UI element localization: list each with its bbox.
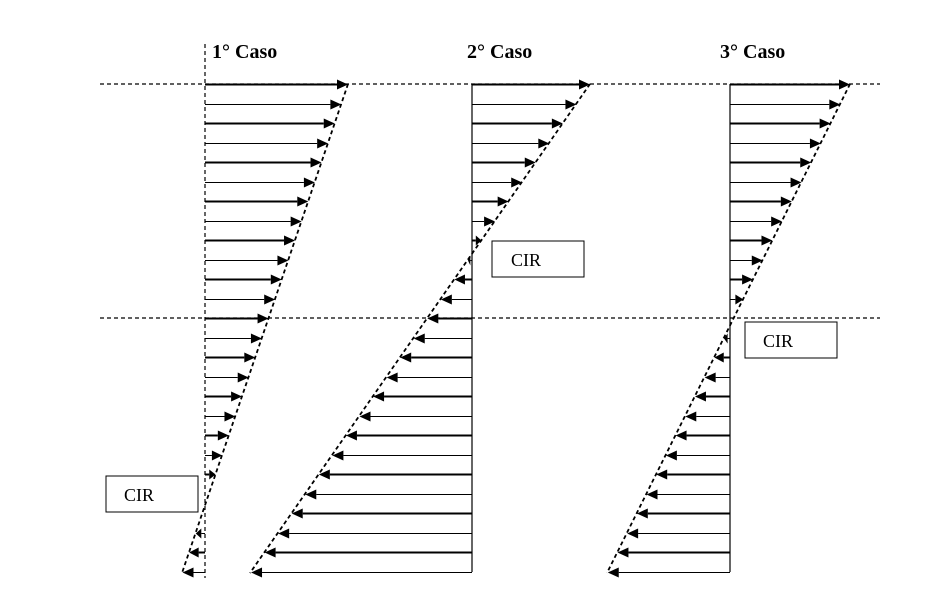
case-1-title: 1° Caso [212,41,277,63]
case-3-cir-label: CIR [744,321,838,359]
case-2-arrow-head [345,430,357,441]
case-3-cir-box [744,321,838,359]
case-1-arrow-head [310,157,322,168]
case-1-arrow-head [277,255,289,266]
case-2-arrow-head [305,489,317,500]
case-3-arrow-head [780,196,792,207]
case-2-arrow-head [386,372,398,383]
case-2-arrow-head [318,469,330,480]
case-1-arrow-head [270,274,282,285]
case-3-arrow-head [636,508,648,519]
case-3-arrow-head [790,177,802,188]
case-1-arrow-head [297,196,309,207]
case-3-arrow-head [694,391,706,402]
case-2-arrow-head [511,177,523,188]
case-2-arrow-head [427,313,439,324]
case-3-arrow-head [735,294,744,305]
case-2-cir-text: CIR [511,250,541,270]
case-2-arrow-head [454,274,465,285]
case-2-arrow-head [551,118,563,129]
case-3-arrow-head [627,528,639,539]
case-3-arrow-head [665,450,677,461]
case-1-cir-box [105,475,199,513]
case-2-profile-line [249,83,591,574]
case-3-arrow-head [771,216,783,227]
case-1-arrow-head [231,391,243,402]
case-3-arrow-head [761,235,773,246]
case-1-arrow-head [284,235,296,246]
case-1-arrow-head [303,177,315,188]
case-3-arrow-head [675,430,687,441]
case-2-arrow-head [251,567,263,578]
case-1-cir-text: CIR [124,485,154,505]
case-1-arrow-head [237,372,249,383]
case-1-cir-label: CIR [105,475,199,513]
case-1-arrow-head [337,79,348,90]
case-1-arrow-head [244,352,256,363]
case-3-arrow-head [646,489,658,500]
case-1-arrow-head [264,294,276,305]
case-2-arrow-head [413,333,425,344]
case-1-arrow-head [211,450,223,461]
case-2-cir-label: CIR [491,240,585,278]
case-3-arrow-head [704,372,716,383]
case-2-arrow-head [400,352,412,363]
case-2-group [249,79,591,578]
case-1-group [181,44,349,578]
case-2-title: 2° Caso [467,41,532,63]
case-2-arrow-head [524,157,536,168]
case-1-arrow-head [317,138,329,149]
case-3-arrow-head [685,411,697,422]
case-3-arrow-head [656,469,668,480]
case-2-arrow-head [538,138,550,149]
case-1-arrow-head [330,99,342,110]
case-2-arrow-head [278,528,290,539]
case-1-arrow-head [323,118,335,129]
case-2-arrow-head [484,216,496,227]
case-3-arrow-head [800,157,812,168]
case-3-arrow-head [617,547,629,558]
case-2-arrow-head [264,547,276,558]
case-3-arrow-head [714,352,724,363]
case-3-arrow-head [607,567,619,578]
case-2-arrow-head [579,79,590,90]
case-2-arrow-head [332,450,344,461]
case-2-arrow-head [475,235,482,246]
case-3-group [606,79,851,578]
case-3-arrow-head [819,118,831,129]
case-1-arrow-head [182,567,194,578]
case-2-arrow-group [251,79,590,578]
case-1-profile-line [181,83,349,574]
case-2-arrow-head [440,294,452,305]
case-1-arrow-head [209,469,216,480]
case-3-arrow-head [724,333,728,344]
case-2-arrow-head [565,99,577,110]
case-3-arrow-head [839,79,850,90]
case-3-cir-text: CIR [763,331,793,351]
case-3-arrow-group [607,79,850,578]
case-1-arrow-group [182,79,348,578]
case-1-arrow-head [195,528,202,539]
case-2-arrow-head [373,391,385,402]
case-2-cir-box [491,240,585,278]
case-3-title: 3° Caso [720,41,785,63]
case-2-arrow-head [497,196,509,207]
case-3-arrow-head [809,138,821,149]
case-1-arrow-head [217,430,229,441]
case-1-arrow-head [250,333,262,344]
case-1-arrow-head [257,313,269,324]
case-2-arrow-head [359,411,371,422]
case-3-arrow-head [829,99,841,110]
case-3-profile-line [606,83,851,574]
case-2-arrow-head [291,508,303,519]
case-3-arrow-head [751,255,763,266]
case-1-arrow-head [189,547,199,558]
case-1-arrow-head [224,411,236,422]
case-3-arrow-head [742,274,754,285]
case-1-arrow-head [290,216,302,227]
